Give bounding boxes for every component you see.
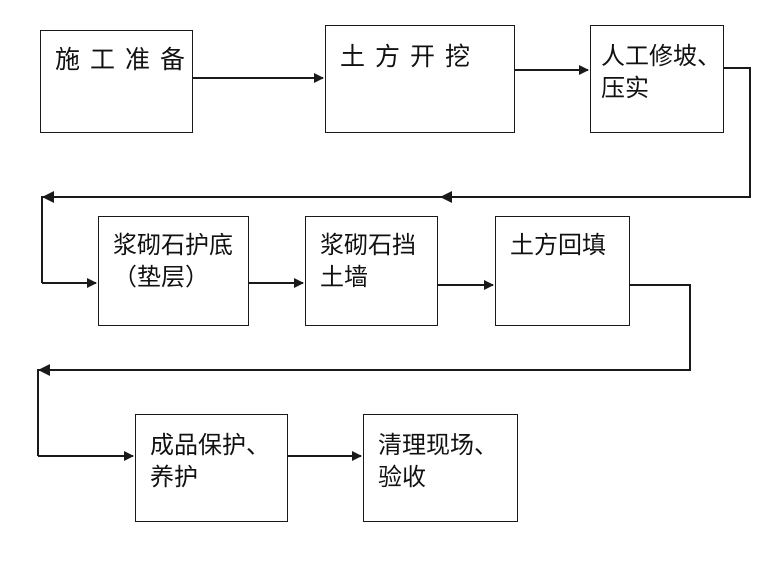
arrowhead-return-row1-left bbox=[42, 191, 54, 203]
step-masonry-bed-protection: 浆砌石护底 （垫层） bbox=[98, 216, 249, 326]
step-site-cleanup-acceptance: 清理现场、 验收 bbox=[363, 414, 518, 522]
step-earth-backfill: 土方回填 bbox=[495, 216, 630, 326]
step-label: 土方开挖 bbox=[340, 42, 481, 71]
return-line-row1-to-row2 bbox=[41, 67, 751, 283]
step-label-line-2: 土墙 bbox=[320, 263, 368, 292]
step-manual-slope-trimming: 人工修坡、 压实 bbox=[590, 25, 724, 133]
step-masonry-retaining-wall: 浆砌石挡 土墙 bbox=[305, 216, 438, 326]
step-label-line-1: 清理现场、 bbox=[378, 431, 498, 459]
arrowhead-return-row2-left bbox=[38, 364, 50, 376]
step-label-line-2: 压实 bbox=[601, 74, 649, 103]
step-label-line-1: 浆砌石护底 bbox=[113, 231, 233, 259]
step-label: 施工准备 bbox=[55, 45, 196, 74]
step-label-line-2: （垫层） bbox=[113, 263, 209, 292]
arrowhead-return-row1-right bbox=[440, 191, 452, 203]
return-line-row2-to-row3 bbox=[37, 284, 691, 456]
step-label-line-1: 人工修坡、 bbox=[601, 42, 721, 70]
step-label-line-1: 成品保护、 bbox=[150, 431, 270, 459]
step-label-line-2: 验收 bbox=[378, 463, 426, 492]
step-label-line-2: 养护 bbox=[150, 463, 198, 492]
step-label: 土方回填 bbox=[510, 231, 606, 259]
step-earth-excavation: 土方开挖 bbox=[325, 25, 515, 133]
step-product-protection: 成品保护、 养护 bbox=[135, 414, 288, 522]
step-construction-preparation: 施工准备 bbox=[40, 30, 193, 133]
step-label-line-1: 浆砌石挡 bbox=[320, 231, 416, 259]
